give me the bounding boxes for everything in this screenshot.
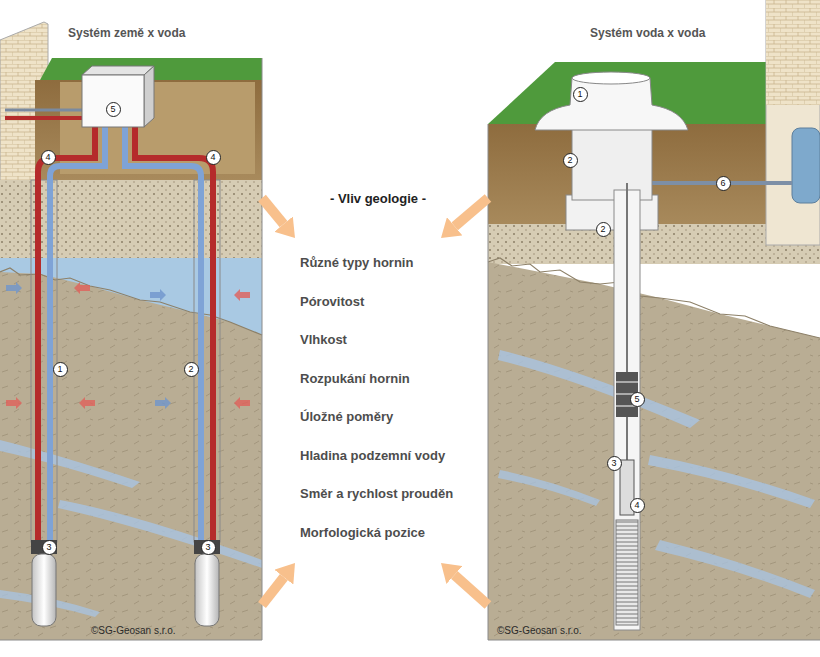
copyright-note: ©SG-Geosan s.r.o. (497, 625, 582, 636)
flow-arrow (150, 289, 166, 301)
section-heading: - Vliv geologie - (295, 191, 461, 206)
flow-arrow (234, 289, 250, 301)
block-edge (0, 640, 262, 641)
well-screen (616, 520, 638, 625)
riser-pipe (626, 183, 628, 460)
factor-item: Směr a rychlost prouděn (300, 486, 453, 501)
callout-number: 2 (563, 153, 578, 168)
bedrock (488, 262, 820, 640)
flow-arrow (6, 397, 22, 409)
borehole (194, 180, 220, 542)
callout-number: 1 (53, 362, 68, 377)
factor-item: Morfologická pozice (300, 525, 425, 540)
house-wall (766, 0, 820, 105)
house-pipe (5, 116, 82, 120)
left-scene (0, 22, 262, 640)
flow-arrow (79, 397, 95, 409)
panel-title: Systém voda x voda (590, 26, 705, 40)
factor-list: - Vliv geologie -Různé typy horninPórovi… (295, 238, 461, 563)
flow-arrow (234, 397, 250, 409)
water-crack (498, 470, 600, 506)
flow-arrow (155, 397, 171, 409)
block-edge (488, 640, 820, 641)
block-edge (262, 58, 263, 640)
water-crack (0, 440, 140, 488)
callout-number: 4 (41, 150, 56, 165)
pump (195, 554, 219, 626)
hot-pipe (38, 127, 95, 545)
heat-pump (144, 66, 154, 127)
water-crack (498, 350, 700, 428)
cold-pipe (125, 127, 201, 545)
panel-title: Systém země x voda (68, 26, 185, 40)
callout-number: 2 (184, 362, 199, 377)
factor-item: Pórovitost (300, 294, 364, 309)
pressure-tank (792, 128, 820, 203)
system-panel: Systém země x voda (0, 0, 262, 645)
pump (31, 540, 57, 554)
flow-arrow (6, 282, 22, 294)
callout-number: 2 (596, 222, 611, 237)
water-crack (648, 455, 815, 508)
factor-item: Vlhkost (300, 332, 347, 347)
pump (32, 554, 56, 626)
flow-arrow (74, 282, 90, 294)
callout-number: 4 (630, 498, 645, 513)
heat-pump (82, 75, 144, 127)
system-panel: Systém voda x voda (488, 0, 820, 645)
callout-number: 5 (630, 392, 645, 407)
factor-item: Úložné poměry (300, 409, 393, 424)
callout-number: 1 (573, 87, 588, 102)
right-scene (488, 0, 820, 640)
callout-number: 3 (201, 540, 216, 555)
factor-item: Různé typy hornin (300, 255, 413, 270)
influence-arrow (262, 198, 284, 224)
water-crack (655, 540, 815, 598)
callout-number: 3 (607, 456, 622, 471)
rock-surface (488, 258, 820, 338)
callout-number: 4 (206, 150, 221, 165)
factor-item: Hladina podzemní vody (300, 448, 445, 463)
house-pipe (5, 109, 82, 112)
influence-arrow (262, 577, 284, 605)
borehole (31, 180, 57, 542)
callout-number: 5 (106, 102, 121, 117)
callout-number: 3 (42, 540, 57, 555)
cold-pipe (50, 127, 105, 545)
factor-item: Rozpukání hornin (300, 371, 410, 386)
callout-number: 6 (716, 176, 731, 191)
house-wall (766, 0, 820, 245)
pump (194, 540, 220, 554)
water-crack (58, 500, 262, 568)
copyright-note: ©SG-Geosan s.r.o. (91, 625, 176, 636)
well-lid (572, 72, 650, 84)
heat-pump (82, 66, 154, 75)
influence-arrow (454, 575, 488, 605)
influence-arrow (455, 198, 488, 226)
